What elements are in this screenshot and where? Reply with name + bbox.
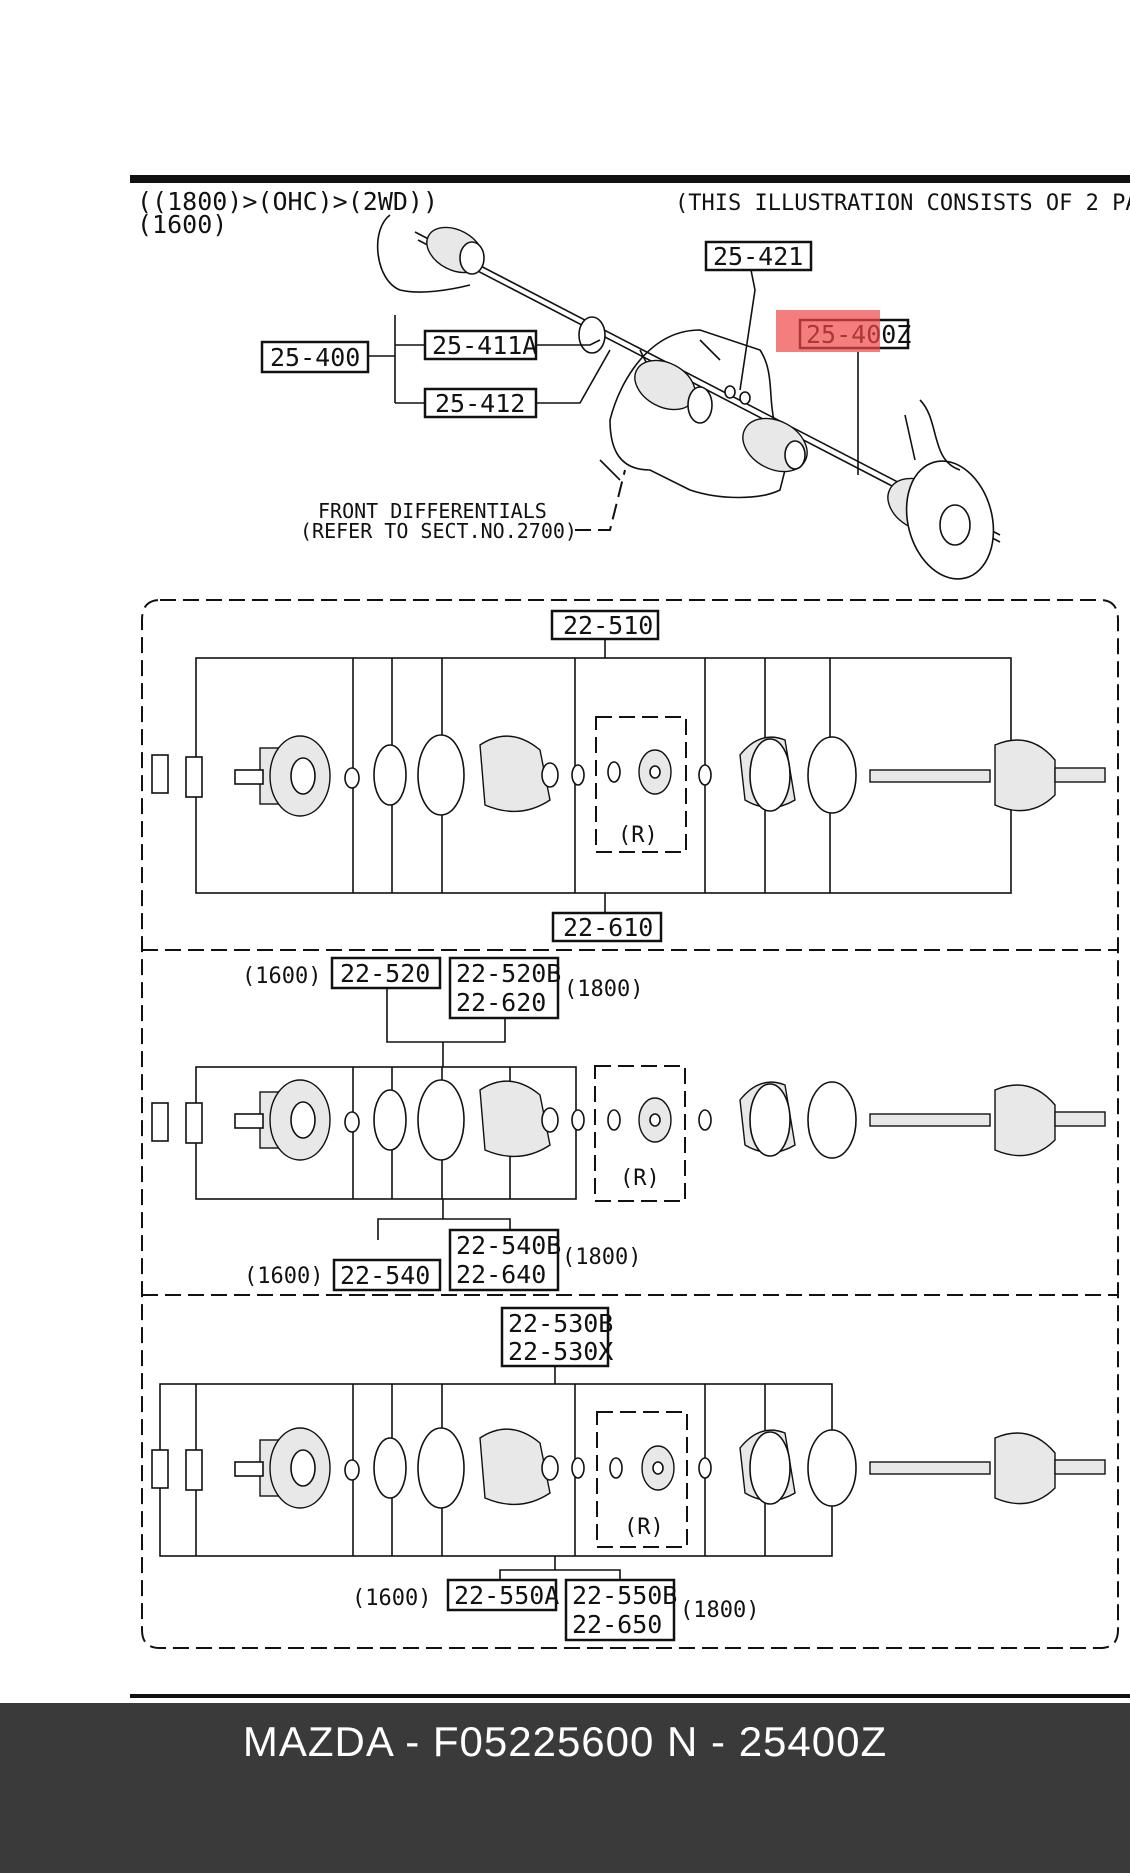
label-22-650: 22-650	[572, 1610, 662, 1639]
panel-3: 22-530B 22-530X (R)	[151, 1306, 1106, 1642]
label-22-530b: 22-530B	[508, 1309, 613, 1338]
label-22-550a: 22-550A	[454, 1581, 559, 1610]
label-22-520: 22-520	[340, 959, 430, 988]
label-22-530x: 22-530X	[508, 1337, 613, 1366]
label-22-540b: 22-540B	[456, 1231, 561, 1260]
part-highlight	[776, 310, 880, 352]
label-1600-top: (1600)	[242, 964, 321, 989]
footer-bar	[0, 1703, 1130, 1873]
label-25-421: 25-421	[713, 242, 803, 271]
label-1800-bottom: (1800)	[562, 1245, 641, 1270]
overview-drawing: 25-421 25-400Z 25-400 25-411A 25-412 FRO…	[260, 214, 1001, 580]
label-25-400: 25-400	[270, 343, 360, 372]
pages-note: (THIS ILLUSTRATION CONSISTS OF 2 PAGES)	[675, 191, 1130, 216]
spec-line-1: ((1800)>(OHC)>(2WD))	[137, 187, 438, 216]
label-22-520b: 22-520B	[456, 959, 561, 988]
label-1800-p3: (1800)	[680, 1598, 759, 1623]
spec-line-2: (1600)	[137, 210, 227, 239]
panel2-r-label: (R)	[620, 1166, 660, 1191]
label-22-550b: 22-550B	[572, 1581, 677, 1610]
bottom-rule	[130, 1694, 1130, 1698]
diff-note-line-2: (REFER TO SECT.NO.2700)	[300, 519, 577, 543]
label-1600-bottom: (1600)	[244, 1264, 323, 1289]
diff-note-line-1: FRONT DIFFERENTIALS	[318, 499, 547, 523]
panel-1: 22-510 22-610 (R)	[151, 609, 1106, 943]
label-22-620: 22-620	[456, 988, 546, 1017]
label-22-510: 22-510	[563, 611, 653, 640]
label-1600-p3: (1600)	[352, 1586, 431, 1611]
label-25-412: 25-412	[435, 389, 525, 418]
panel-2: (1600) 22-520 22-520B 22-620 (1800) (R)	[151, 956, 1106, 1292]
label-1800-top: (1800)	[564, 977, 643, 1002]
footer-part-number: MAZDA - F05225600 N - 25400Z	[242, 1718, 888, 1765]
label-25-411a: 25-411A	[432, 331, 537, 360]
panel3-r-label: (R)	[624, 1515, 664, 1540]
panel1-r-label: (R)	[618, 823, 658, 848]
label-22-540: 22-540	[340, 1261, 430, 1290]
top-rule	[130, 175, 1130, 183]
label-22-640: 22-640	[456, 1260, 546, 1289]
label-22-610: 22-610	[563, 913, 653, 942]
